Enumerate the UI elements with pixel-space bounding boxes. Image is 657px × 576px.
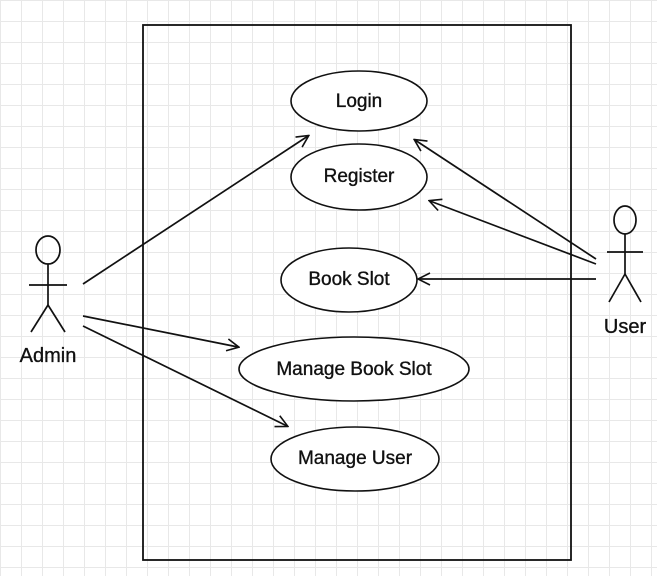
association-admin-manage-user	[82, 325, 287, 426]
stick-figure-icon	[29, 235, 67, 333]
use-case-login: Login	[290, 70, 428, 132]
actor-admin: Admin	[19, 235, 77, 367]
use-case-label: Manage Book Slot	[276, 359, 432, 380]
use-case-label: Login	[336, 91, 383, 112]
use-case-manage-book-slot: Manage Book Slot	[238, 336, 470, 402]
use-case-register: Register	[290, 143, 428, 211]
stick-figure-icon	[607, 205, 643, 303]
association-user-login	[415, 140, 597, 260]
use-case-label: Manage User	[298, 448, 413, 469]
use-case-book-slot: Book Slot	[280, 247, 418, 313]
association-admin-login	[82, 136, 308, 285]
association-user-register	[430, 201, 597, 265]
actor-user: User	[604, 205, 647, 338]
use-case-manage-user: Manage User	[270, 426, 440, 492]
system-boundary	[142, 24, 572, 561]
association-admin-manage-book-slot	[82, 315, 238, 347]
actor-label: Admin	[20, 345, 77, 367]
actor-label: User	[604, 316, 647, 338]
use-case-label: Register	[324, 166, 395, 187]
use-case-label: Book Slot	[308, 269, 390, 290]
